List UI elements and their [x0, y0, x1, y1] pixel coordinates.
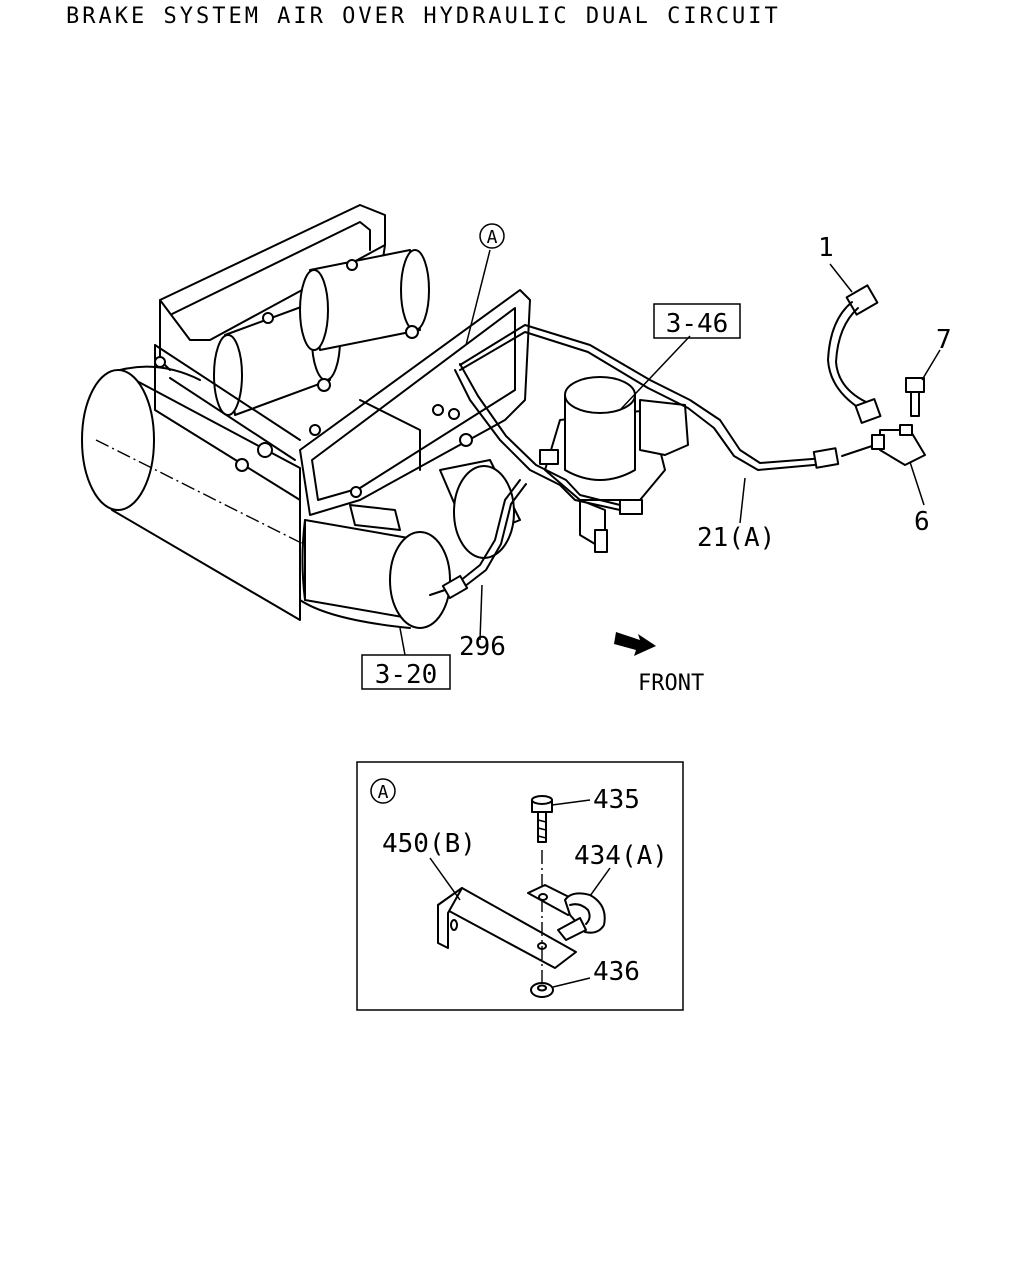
- front-arrow-icon: [614, 632, 656, 656]
- mounting-frame-front: [154, 289, 531, 516]
- tank-bracket: [349, 504, 401, 531]
- ref-box-3-46: 3-46: [653, 303, 741, 339]
- air-tank-front: [299, 519, 451, 629]
- label-part-6: 6: [914, 507, 930, 537]
- ref-box-3-20: 3-20: [361, 654, 451, 690]
- callout-leaders: [399, 249, 941, 656]
- svg-text:3-46: 3-46: [666, 309, 729, 339]
- main-assembly-drawing: A 1 7 6 21(A) 296 3-46 3-20 FRONT: [81, 204, 952, 696]
- svg-text:A: A: [378, 782, 389, 803]
- bolt-7: [905, 377, 925, 417]
- air-pipe-296: [429, 479, 527, 600]
- air-dryer-unit: [544, 376, 689, 553]
- label-part-450b: 450(B): [382, 829, 476, 859]
- label-part-21a: 21(A): [697, 523, 775, 553]
- brake-hose-1: [827, 284, 882, 424]
- bracket-450b: [437, 850, 577, 985]
- air-tank-rear: [81, 365, 396, 621]
- svg-text:3-20: 3-20: [375, 660, 438, 690]
- detail-a-panel: A: [356, 761, 684, 1011]
- detail-callout-leaders: [429, 799, 611, 988]
- nut-436: [530, 982, 554, 998]
- label-part-296: 296: [459, 632, 506, 662]
- label-part-434a: 434(A): [574, 841, 668, 871]
- label-part-1: 1: [818, 233, 834, 263]
- detail-a-marker: A: [479, 223, 505, 249]
- label-part-436: 436: [593, 957, 640, 987]
- brake-booster-cylinders: [213, 249, 430, 416]
- label-part-435: 435: [593, 785, 640, 815]
- front-label: FRONT: [638, 671, 704, 696]
- svg-text:A: A: [487, 227, 498, 248]
- page-title: BRAKE SYSTEM AIR OVER HYDRAULIC DUAL CIR…: [66, 4, 781, 29]
- label-part-7: 7: [936, 325, 952, 355]
- bolt-435: [531, 795, 553, 843]
- air-pipe-21a: [454, 324, 840, 515]
- clip-434a: [527, 884, 606, 941]
- detail-a-panel-marker: A: [370, 778, 396, 804]
- front-direction-indicator: FRONT: [614, 632, 704, 696]
- tee-fitting-6: [841, 424, 926, 466]
- air-tank-small: [439, 459, 521, 559]
